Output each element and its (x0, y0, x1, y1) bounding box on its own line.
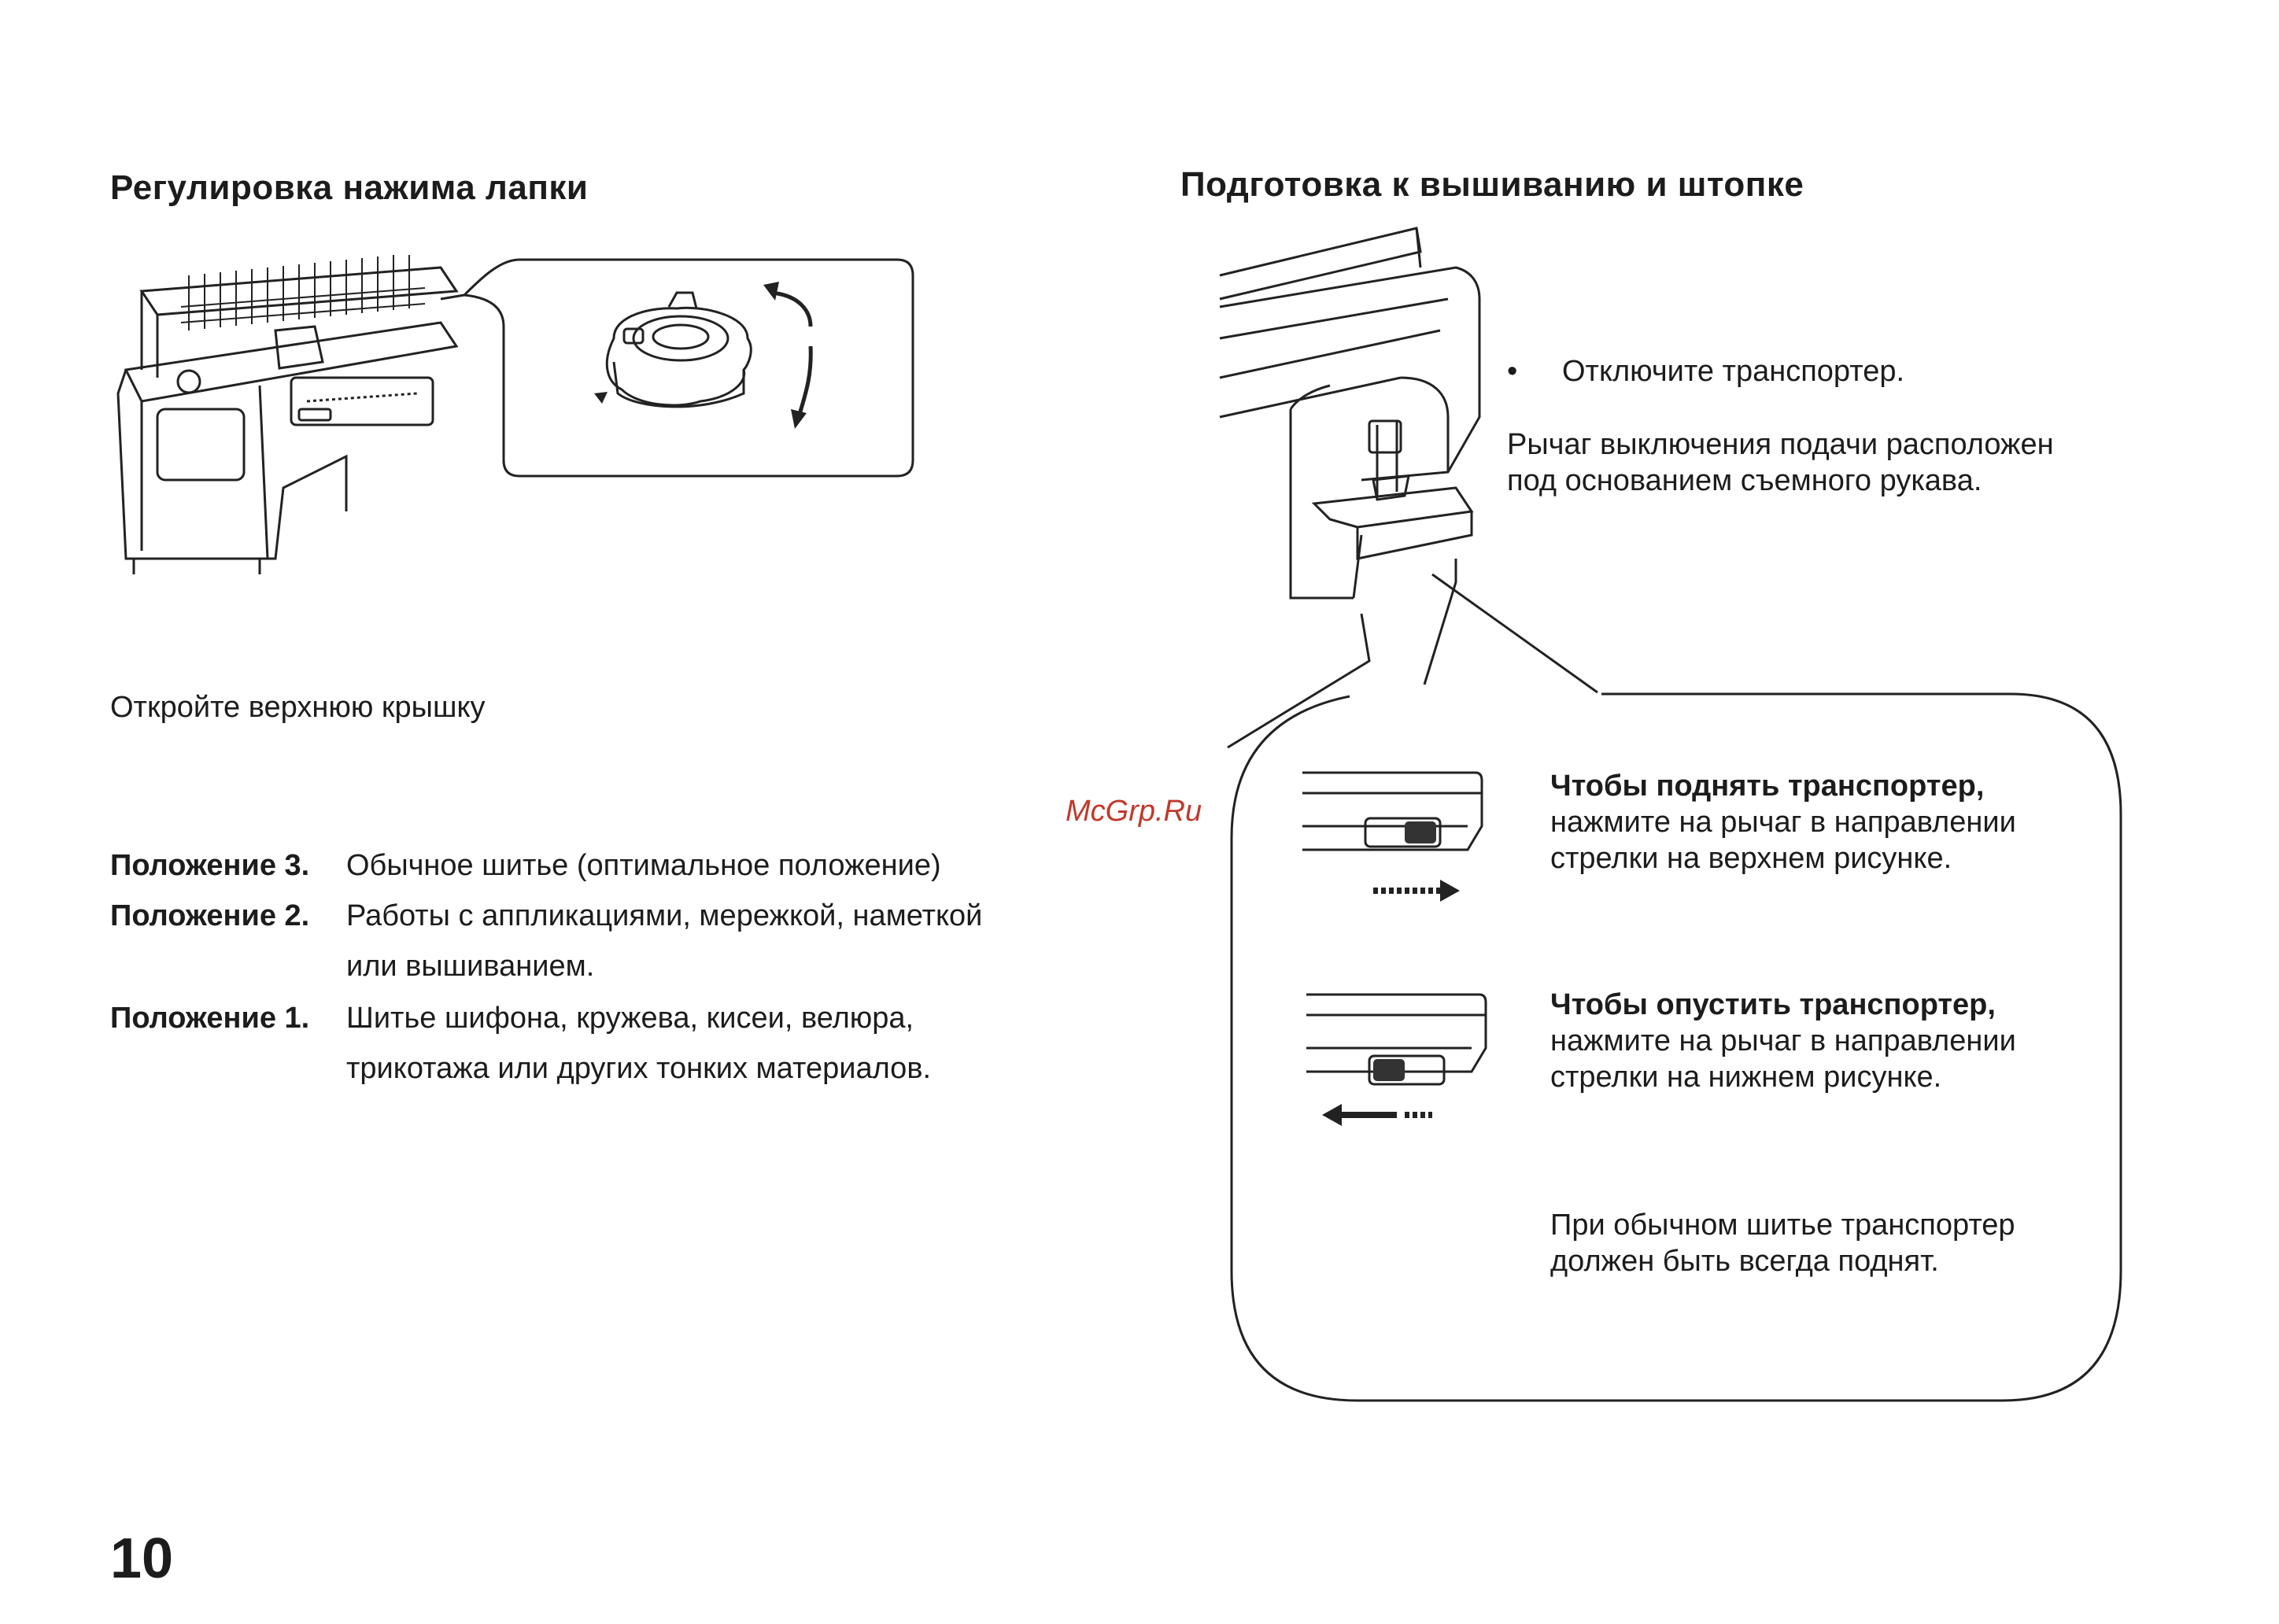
position-label: Положение 3. (110, 849, 310, 882)
section-title-embroidery-prep: Подготовка к вышиванию и штопке (1180, 165, 1804, 204)
machine-open-cover-illustration (110, 252, 464, 582)
normal-sewing-note: При обычном шитье транспортер должен быт… (1550, 1209, 2015, 1278)
dial-knob-icon (607, 293, 751, 407)
page-number: 10 (110, 1527, 174, 1590)
watermark: McGrp.Ru (1066, 795, 1202, 828)
free-arm-illustration (1220, 220, 1495, 629)
position-desc-continued: трикотажа или других тонких материалов. (346, 1052, 932, 1085)
section-title-presser-pressure: Регулировка нажима лапки (110, 168, 589, 207)
arrow-left-icon (1322, 1104, 1432, 1126)
lower-feed-instruction: Чтобы опустить транспортер, нажмите на р… (1550, 988, 2016, 1094)
position-desc: Работы с аппликациями, мережкой, наметко… (346, 899, 983, 932)
feed-dog-callout-frame (1224, 688, 2129, 1408)
position-desc: Обычное шитье (оптимальное положение) (346, 849, 941, 882)
position-desc: Шитье шифона, кружева, кисеи, велюра, (346, 1002, 914, 1035)
position-label: Положение 2. (110, 899, 310, 932)
position-row: Положение 2. Работы с аппликациями, мереж… (110, 891, 982, 941)
callout-pointer-lines (1220, 567, 1613, 755)
rotate-arrow-icon (771, 293, 811, 417)
arrow-right-icon (1373, 880, 1460, 902)
position-label: Положение 1. (110, 1002, 310, 1035)
lever-raise-illustration (1302, 771, 1491, 902)
position-row: Положение 3. Обычное шитье (оптимальное п… (110, 840, 941, 891)
position-desc-continued: или вышиванием. (346, 950, 595, 983)
lever-lower-illustration (1306, 993, 1495, 1126)
position-row: Положение 1. Шитье шифона, кружева, кисеи… (110, 993, 914, 1043)
pressure-dial-callout (441, 252, 921, 480)
lever-location-text: Рычаг выключения подачи расположен под о… (1507, 428, 2054, 497)
instruction-disengage-feed: Отключите транспортер. (1562, 355, 1905, 388)
instruction-open-cover: Откройте верхнюю крышку (110, 691, 486, 724)
raise-feed-instruction: Чтобы поднять транспортер, нажмите на ры… (1550, 770, 2016, 875)
bullet-icon: • (1507, 355, 1518, 388)
